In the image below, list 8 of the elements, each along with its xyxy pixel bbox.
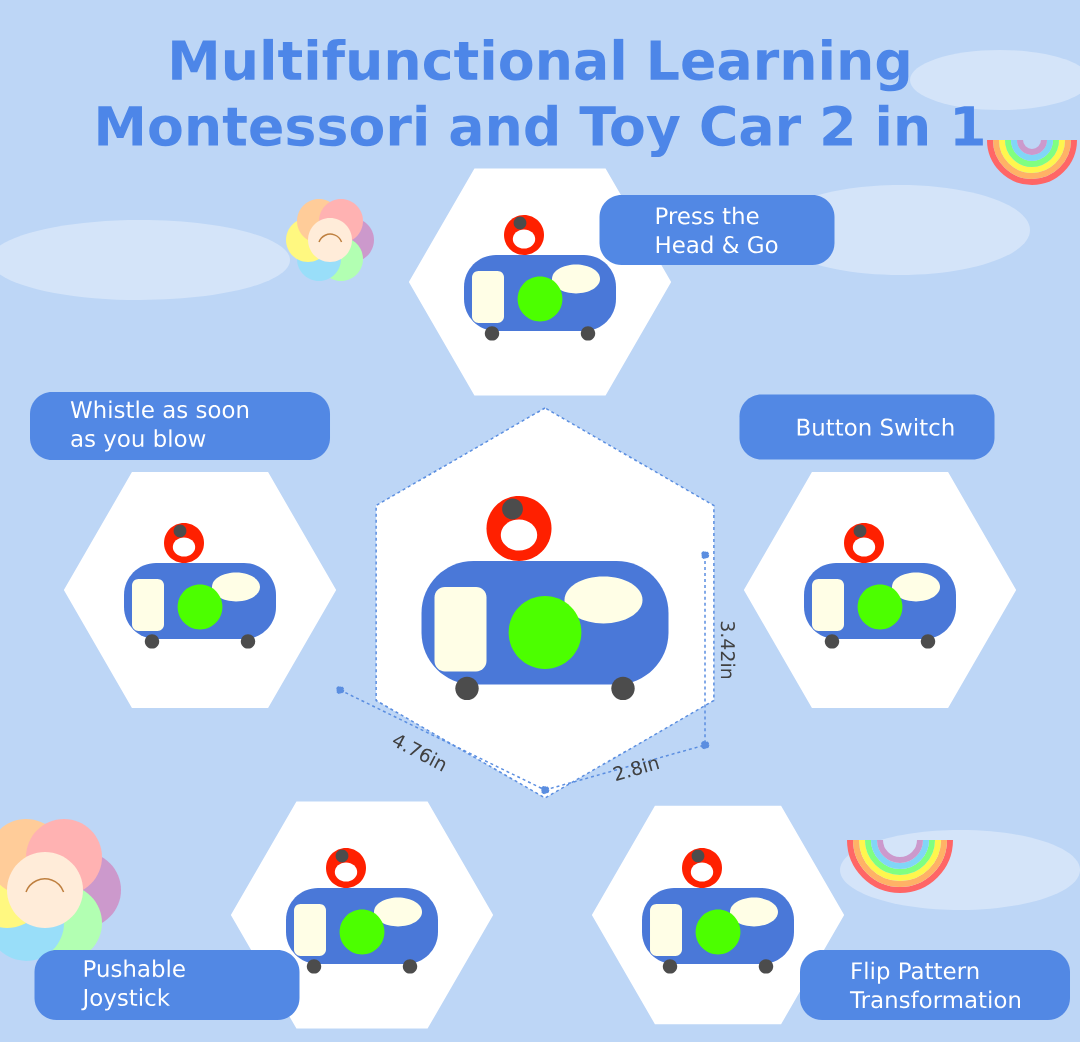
label-pill: Whistle as soon as you blow	[30, 392, 330, 460]
label-pill: Flip Pattern Transformation	[800, 950, 1070, 1020]
label-pill: Press the Head & Go	[599, 195, 835, 265]
dimension-label: 2.8in	[613, 758, 660, 781]
dimension-label: 3.42in	[720, 621, 736, 679]
label-pill: Pushable Joystick	[34, 950, 300, 1020]
title: Multifunctional Learning Montessori and Toy Car 2 in 1	[98, 38, 983, 158]
label-pill: Button Switch	[739, 394, 995, 460]
